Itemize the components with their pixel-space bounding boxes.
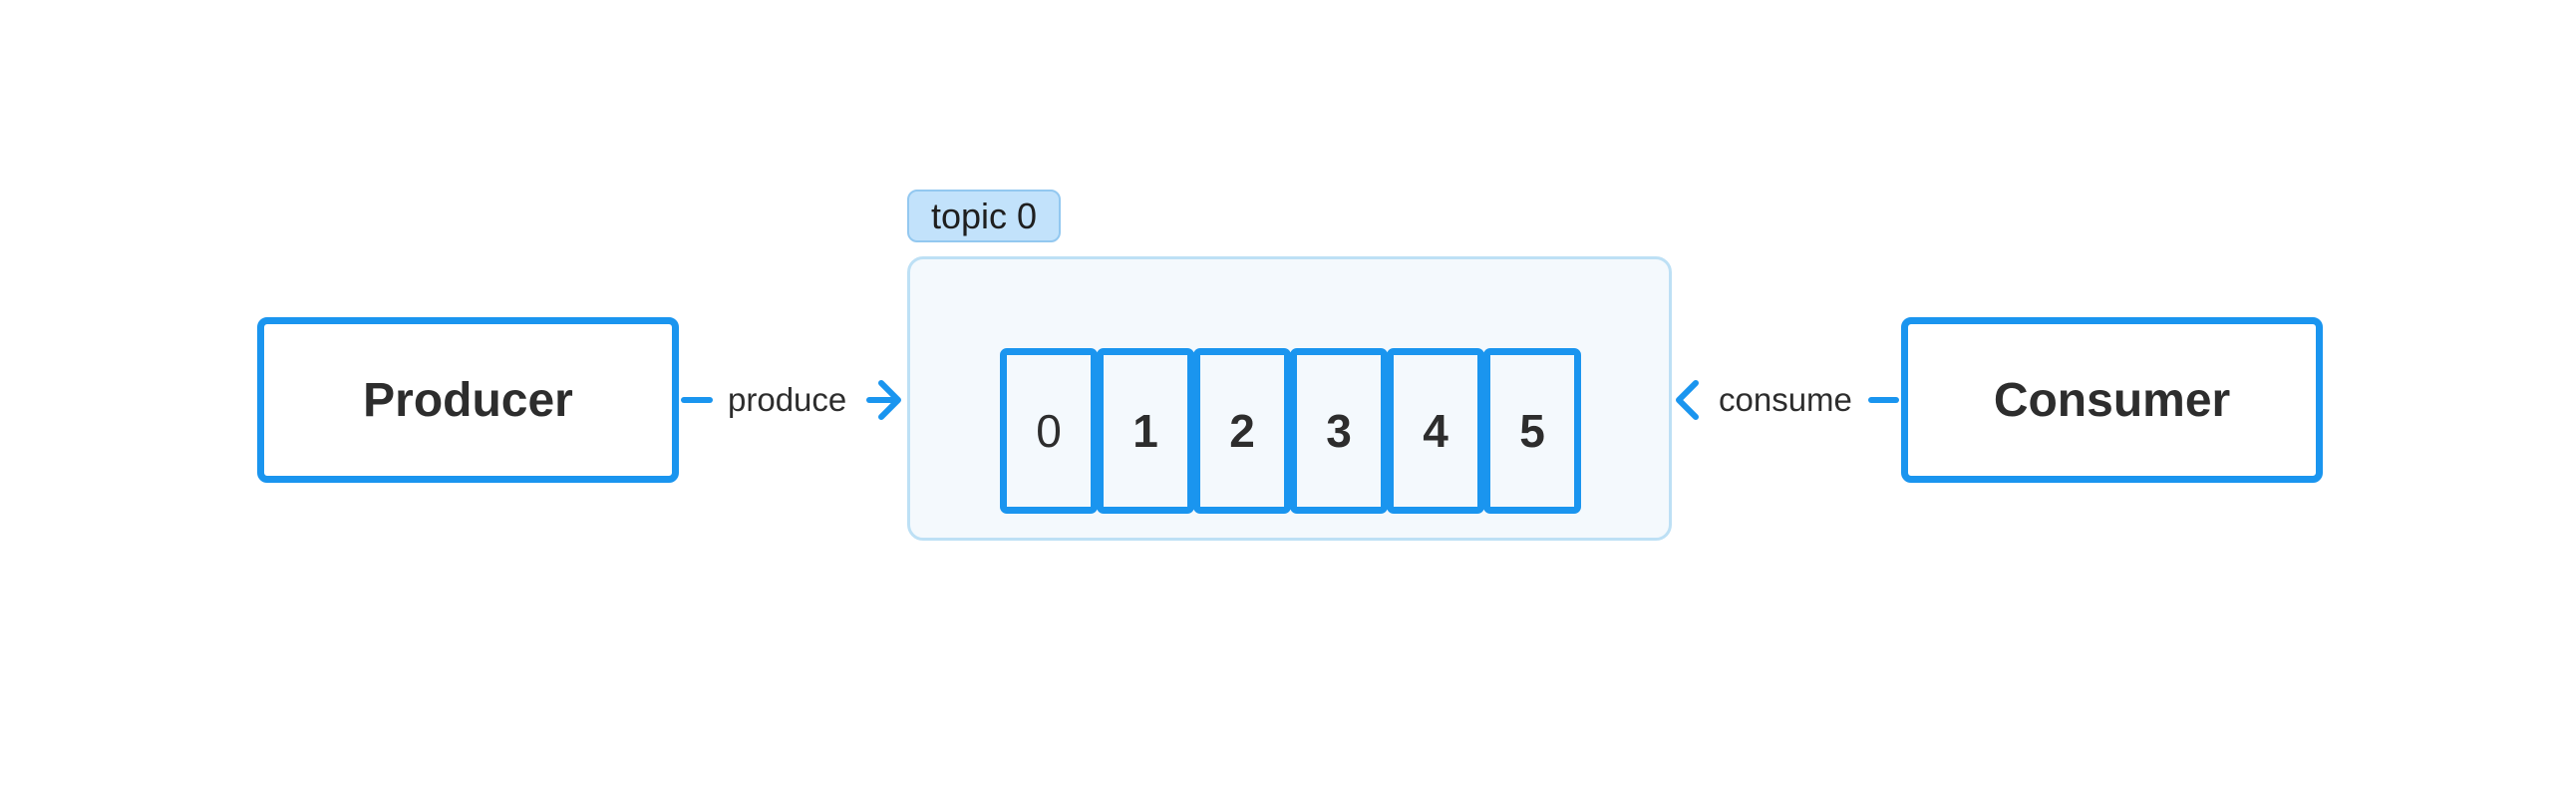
partition-cell[interactable]: 1 [1097, 348, 1194, 514]
partition-cell[interactable]: 4 [1387, 348, 1484, 514]
producer-node[interactable]: Producer [257, 317, 679, 483]
partition-cell[interactable]: 5 [1483, 348, 1581, 514]
topic-label: topic 0 [930, 195, 1038, 236]
producer-label: Producer [363, 373, 573, 427]
produce-arrowhead-icon [878, 380, 901, 420]
consume-edge-label: consume [1719, 381, 1852, 418]
partition-cell[interactable]: 3 [1290, 348, 1388, 514]
consumer-label: Consumer [1993, 373, 2231, 427]
partition-cell[interactable]: 2 [1193, 348, 1291, 514]
topic-tag: topic 0 [907, 190, 1061, 242]
consumer-node[interactable]: Consumer [1901, 317, 2323, 483]
produce-edge-label: produce [728, 381, 847, 418]
consume-arrowhead-icon [1676, 380, 1699, 420]
partition-list: 0 1 2 3 4 5 [1000, 348, 1581, 514]
partition-cell[interactable]: 0 [1000, 348, 1098, 514]
